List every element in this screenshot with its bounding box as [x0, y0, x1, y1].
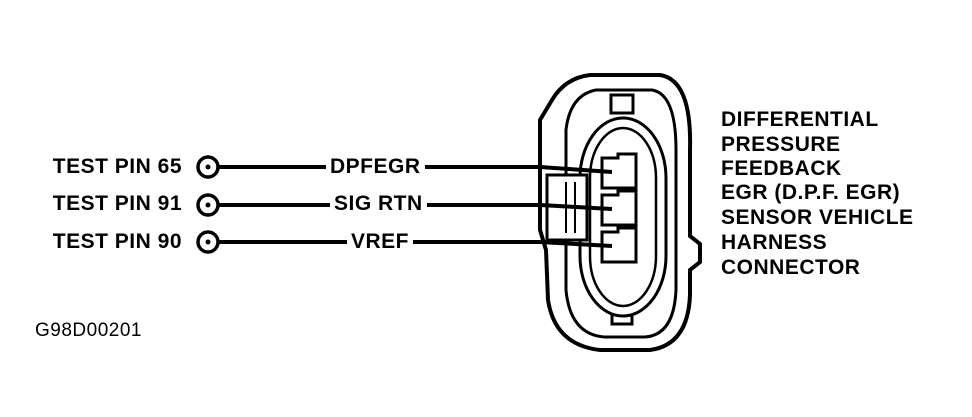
- wire-label-vref: VREF: [347, 230, 414, 254]
- test-pin-91-label: TEST PIN 91: [52, 192, 182, 215]
- connector-description-line: PRESSURE: [721, 133, 841, 156]
- figure-id: G98D00201: [35, 320, 142, 341]
- connector-description-line: HARNESS: [721, 231, 828, 254]
- connector-description-line: SENSOR VEHICLE: [721, 206, 914, 229]
- pin-cavity-1: [600, 152, 638, 190]
- test-pin-65-label: TEST PIN 65: [52, 155, 182, 178]
- test-pin-90-circle: [196, 230, 220, 254]
- connector-description-line: FEEDBACK: [721, 157, 842, 180]
- test-pin-90-label: TEST PIN 90: [52, 230, 182, 253]
- connector-top-tab: [609, 93, 635, 115]
- wire-label-sig-rtn: SIG RTN: [330, 192, 427, 216]
- connector-description-line: CONNECTOR: [721, 256, 861, 279]
- wire-label-dpfegr: DPFEGR: [326, 155, 425, 179]
- connector-description-line: DIFFERENTIAL: [721, 108, 879, 131]
- pin-cavity-3: [600, 226, 638, 264]
- connector-description-line: EGR (D.P.F. EGR): [721, 181, 901, 204]
- test-pin-65-circle: [196, 155, 220, 179]
- pin-cavity-2: [600, 189, 638, 227]
- test-pin-91-circle: [196, 193, 220, 217]
